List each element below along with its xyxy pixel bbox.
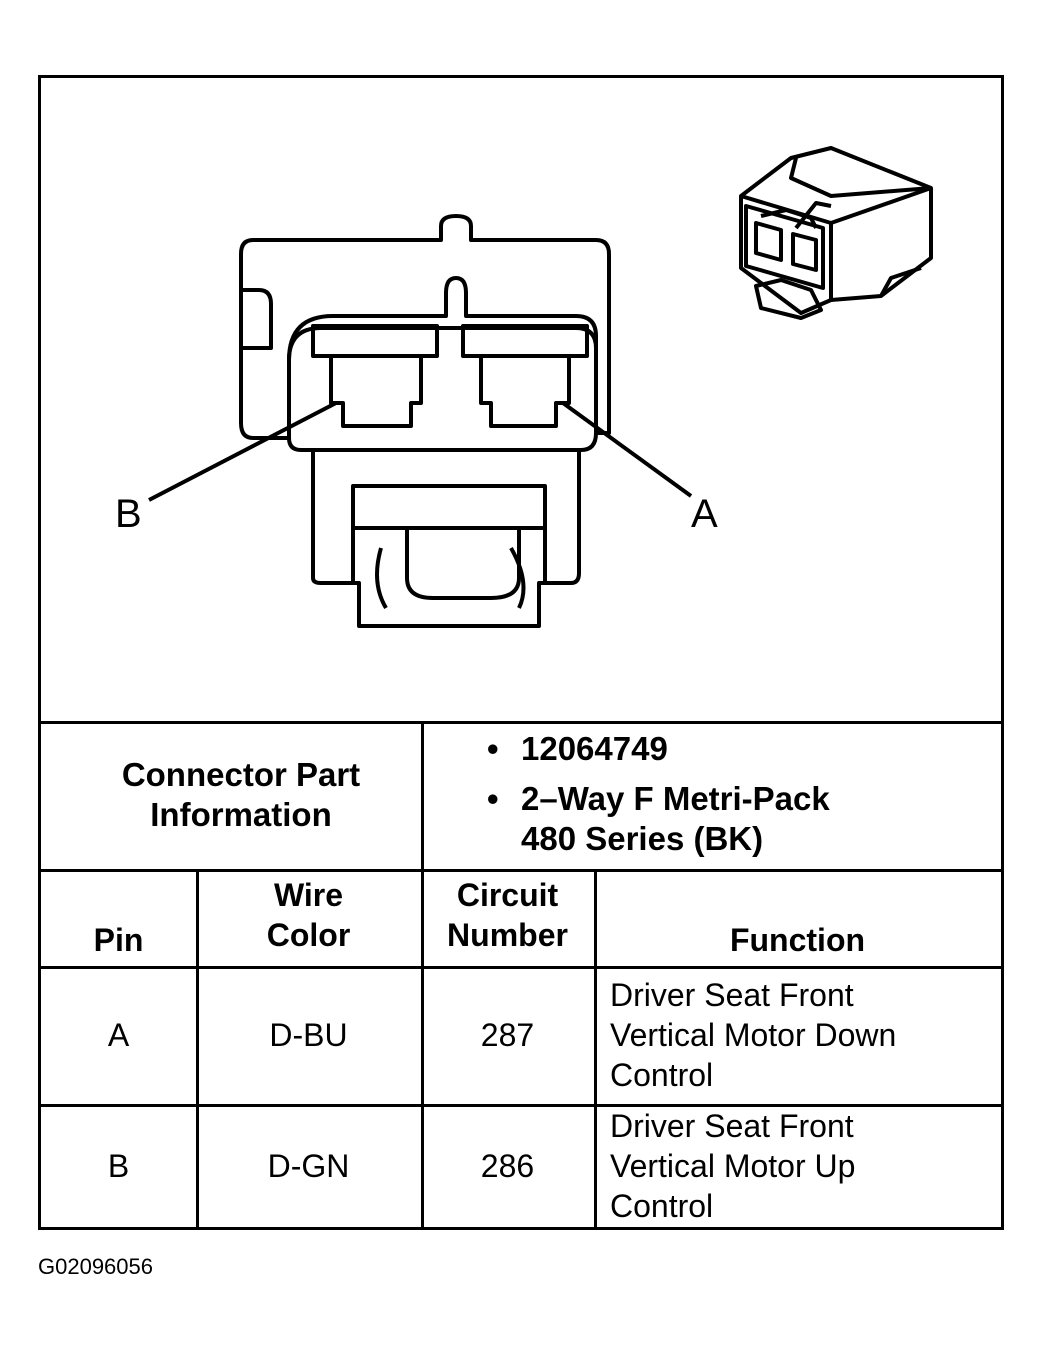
connector-isometric-view: [739, 146, 933, 320]
connector-housing: [239, 214, 611, 440]
latch-body: [311, 450, 581, 628]
part-number: 12064749: [487, 729, 1001, 769]
row-a-function: Driver Seat Front Vertical Motor Down Co…: [610, 977, 897, 1093]
latch-tab: [351, 484, 547, 530]
pin-a-label: A: [691, 492, 718, 536]
pinout-table: Connector Part Information 12064749 2–Wa…: [41, 721, 1001, 1227]
connector-cavity: [287, 326, 598, 452]
leader-line-b: [148, 401, 337, 502]
row-a-circuit: 287: [480, 1017, 535, 1053]
left-tab: [241, 288, 273, 350]
pin-b-label: B: [115, 492, 142, 536]
diagram-frame: B A Connector Part Information 12064749 …: [38, 75, 1004, 1230]
terminal-b: [311, 324, 439, 358]
row-b-pin: B: [107, 1147, 130, 1184]
connector-info-label: Connector Part Information: [121, 756, 361, 833]
figure-id: G02096056: [38, 1254, 153, 1279]
row-b-function: Driver Seat Front Vertical Motor Up Cont…: [610, 1107, 856, 1224]
header-function: Function: [729, 922, 866, 958]
terminal-a: [461, 324, 589, 358]
header-pin: Pin: [93, 922, 144, 958]
row-b-circuit: 286: [480, 1147, 535, 1184]
row-b-wire-color: D-GN: [267, 1147, 350, 1184]
connector-illustration: B A: [41, 78, 1001, 721]
connector-face-drawing: [148, 146, 933, 628]
leader-line-a: [561, 401, 693, 498]
row-a-wire-color: D-BU: [269, 1017, 348, 1053]
row-a-pin: A: [107, 1017, 130, 1053]
